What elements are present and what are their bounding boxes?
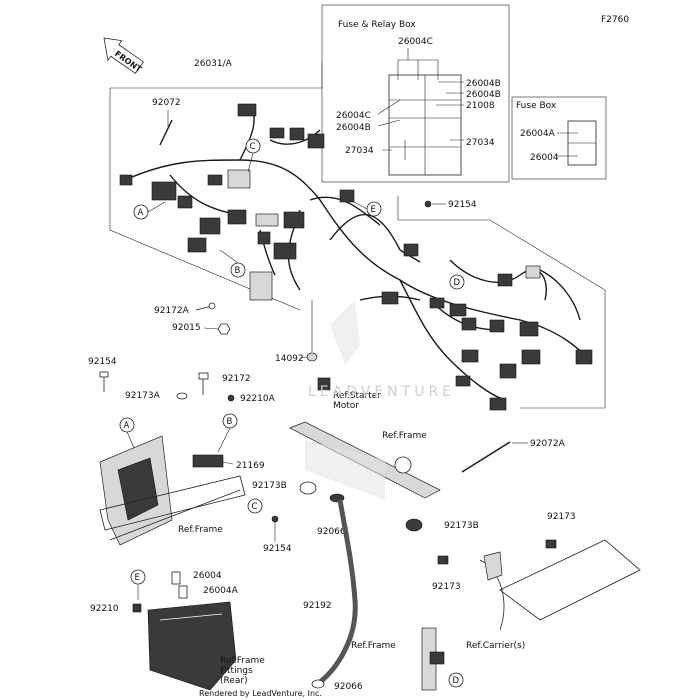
frame-ref-bottom: Ref.Frame (351, 641, 396, 651)
label-92154-c: 92154 (263, 544, 292, 554)
fuse-label-21008: 21008 (466, 101, 495, 111)
relay-block-21169 (192, 454, 224, 468)
label-21169: 21169 (236, 461, 265, 471)
fuse-label-27034-left: 27034 (345, 146, 374, 156)
fuse-26004A (178, 585, 188, 599)
callout-b-lower: B (217, 413, 238, 453)
label-92173-top: 92173 (547, 512, 576, 522)
fuse-label-26004B-1: 26004B (466, 79, 501, 89)
clamp-92173B-left (299, 481, 317, 495)
label-92072: 92072 (152, 98, 181, 108)
label-92173B-left: 92173B (252, 481, 287, 491)
callout-e-lower: E (130, 569, 146, 600)
front-arrow-icon: FRONT (103, 37, 144, 74)
label-26004: 26004 (193, 571, 222, 581)
fuse-box-panel: Fuse Box 26004A 26004 (511, 96, 607, 180)
frame-ref-left: Ref.Frame (178, 525, 223, 535)
label-92072A: 92072A (530, 439, 566, 449)
label-92154-left: 92154 (88, 357, 117, 367)
fuse-relay-box-title: Fuse & Relay Box (338, 20, 416, 30)
right-carrier-frame (479, 539, 641, 631)
frame-ref-mid: Ref.Frame (382, 431, 427, 441)
label-92173-left: 92173 (432, 582, 461, 592)
svg-text:A: A (138, 208, 144, 218)
svg-text:C: C (250, 142, 256, 152)
label-92066-top: 92066 (317, 527, 346, 537)
label-92154-top: 92154 (448, 200, 477, 210)
carrier-ref: Ref.Carrier(s) (466, 641, 525, 651)
svg-text:D: D (453, 676, 460, 686)
fuse-label-26004C-top: 26004C (398, 37, 433, 47)
fuse-relay-box-panel: Fuse & Relay Box 26004C 26004B 26004B 26… (321, 4, 510, 183)
label-92210A: 92210A (240, 394, 276, 404)
watermark-logo (330, 300, 360, 365)
fuse-box-label-26004A: 26004A (520, 129, 556, 139)
nut-left (217, 323, 231, 335)
fuse-label-27034-right: 27034 (466, 138, 495, 148)
harness-connectors (119, 103, 593, 411)
harness-label: 26031/A (194, 59, 233, 69)
clamp-92173A (176, 392, 188, 400)
fuse-label-26004B-left: 26004B (336, 123, 371, 133)
svg-text:E: E (135, 573, 140, 583)
screw-left (99, 371, 109, 392)
clamp-92173-right-top (545, 539, 557, 549)
label-92172: 92172 (222, 374, 251, 384)
callout-b-top: B (219, 249, 246, 278)
svg-text:B: B (227, 417, 233, 427)
middle-frame-rail (289, 421, 441, 500)
hose-clamp-bottom (311, 679, 325, 689)
clamp-92173-right-left (437, 555, 449, 565)
label-92173A: 92173A (125, 391, 161, 401)
label-92066-bottom: 92066 (334, 682, 363, 692)
label-92192: 92192 (303, 601, 332, 611)
callout-c-top: C (245, 138, 261, 173)
svg-text:E: E (371, 205, 376, 215)
credit-text: Rendered by LeadVenture, Inc. (199, 689, 322, 698)
callout-d-lower: D (448, 672, 464, 688)
clamp-92173B-right (405, 518, 423, 532)
label-92173B-right: 92173B (444, 521, 479, 531)
bolt-mid (198, 372, 209, 395)
washer-92210A (227, 394, 235, 402)
screw-c (271, 515, 279, 523)
callout-a-top: A (133, 201, 166, 220)
bottom-frame-post (421, 627, 445, 691)
svg-text:C: C (252, 502, 258, 512)
fuse-box-housing (147, 601, 237, 691)
label-92015: 92015 (172, 323, 201, 333)
figure-id: F2760 (601, 15, 629, 25)
svg-text:A: A (124, 421, 130, 431)
left-bracket (99, 435, 246, 546)
harness-outline (109, 63, 323, 311)
fuse-label-26004B-2: 26004B (466, 90, 501, 100)
cable-tie-top (159, 110, 173, 146)
callout-d-top: D (449, 274, 465, 290)
grommet (306, 352, 318, 362)
label-92172A: 92172A (154, 306, 190, 316)
harness-right-outline (397, 196, 606, 409)
fuse-26004 (171, 571, 181, 585)
washer-92210 (132, 603, 142, 613)
label-14092: 14092 (275, 354, 304, 364)
hose-92192 (318, 499, 358, 684)
fuse-label-26004C-left: 26004C (336, 111, 371, 121)
svg-text:B: B (235, 266, 241, 276)
watermark: LEADVENTURE (308, 384, 455, 400)
callout-a-lower: A (119, 417, 137, 453)
label-92210: 92210 (90, 604, 119, 614)
cable-tie-mid (461, 441, 511, 473)
fuse-box-title: Fuse Box (516, 101, 557, 111)
callout-c-lower: C (247, 498, 263, 514)
bolt-left (195, 302, 216, 311)
svg-text:D: D (454, 278, 461, 288)
clamp-top-right (424, 200, 432, 208)
label-26004A: 26004A (203, 586, 239, 596)
fuse-box-label-26004: 26004 (530, 153, 559, 163)
callout-e-top: E (349, 199, 382, 217)
